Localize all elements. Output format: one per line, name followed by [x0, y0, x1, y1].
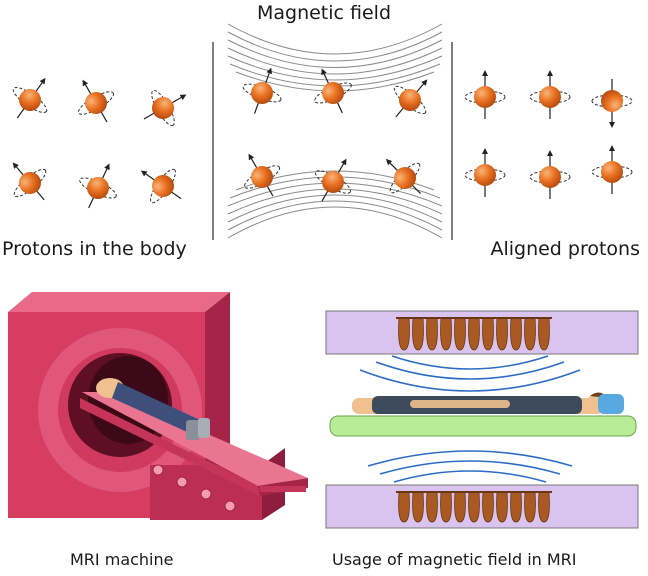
random-proton-icon — [314, 158, 352, 202]
coil-icon — [396, 491, 552, 523]
aligned-proton-icon — [591, 145, 633, 194]
random-proton-icon — [12, 77, 48, 119]
aligned-proton-icon — [464, 70, 506, 119]
random-proton-icon — [385, 158, 421, 194]
random-proton-icon — [243, 153, 281, 197]
aligned-proton-icon — [591, 79, 633, 128]
random-proton-icon — [12, 162, 47, 201]
field-arcs-top — [359, 355, 581, 392]
field-arcs-bottom — [367, 450, 573, 483]
aligned-proton-icon — [464, 148, 506, 197]
aligned-proton-icon — [529, 70, 571, 119]
patient-lying — [352, 392, 624, 414]
random-protons — [12, 77, 187, 209]
usage-label: Usage of magnetic field in MRI — [332, 550, 577, 569]
random-proton-icon — [393, 79, 428, 118]
random-proton-icon — [242, 67, 282, 114]
random-proton-icon — [314, 68, 352, 114]
patient-icon — [96, 378, 210, 440]
aligned-proton-icon — [529, 150, 571, 199]
coil-icon — [396, 317, 552, 351]
aligned-protons-label: Aligned protons — [490, 238, 640, 260]
random-proton-icon — [140, 168, 182, 204]
protons-in-body-label: Protons in the body — [2, 238, 187, 260]
magnetic-field-label: Magnetic field — [256, 2, 392, 24]
random-proton-icon — [143, 89, 187, 127]
random-proton-icon — [79, 163, 117, 209]
magnetic-field-lines-top — [227, 23, 443, 92]
field-protons — [242, 67, 428, 202]
aligned-protons — [464, 70, 633, 199]
mri-scanner-icon — [8, 292, 308, 520]
bed — [329, 415, 637, 437]
random-proton-icon — [77, 79, 115, 123]
mri-machine-label: MRI machine — [70, 550, 174, 569]
panel-dividers — [212, 42, 453, 240]
